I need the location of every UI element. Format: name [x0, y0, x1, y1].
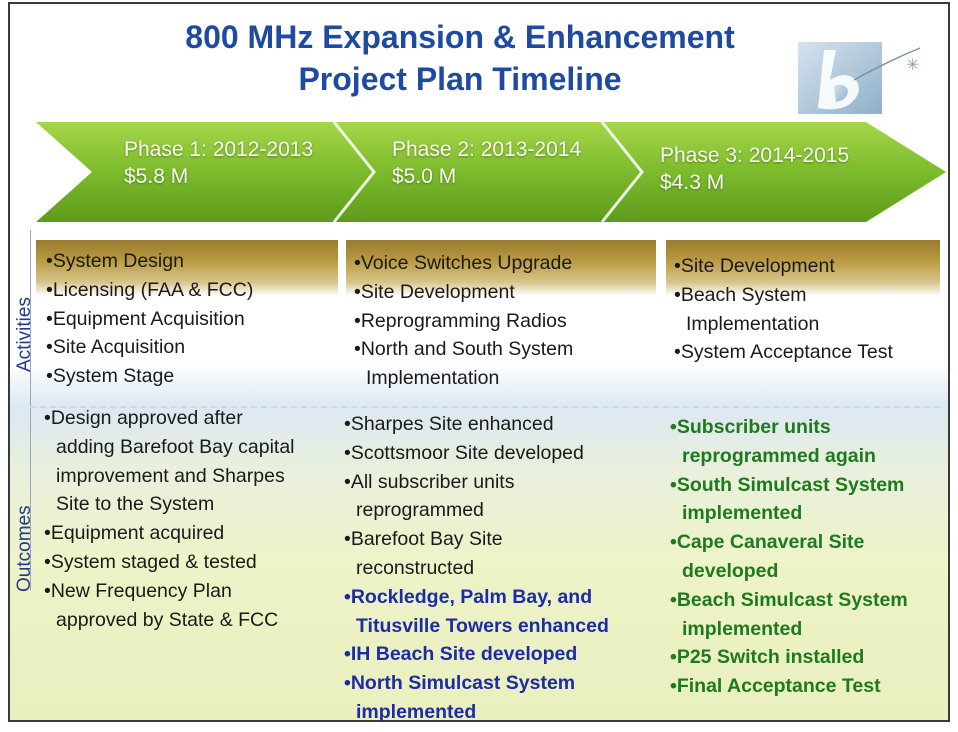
outcome-item: •Barefoot Bay Site [344, 528, 503, 551]
outcome-item-highlighted: •Rockledge, Palm Bay, and [344, 585, 593, 608]
activity-item: •System Design [46, 250, 184, 272]
outcome-item: •Scottsmoor Site developed [344, 441, 584, 464]
outcome-item: •New Frequency Plan [44, 579, 232, 602]
outcomes-phase-3: •Subscriber units reprogrammed again •So… [670, 413, 908, 701]
activity-item: Implementation [366, 367, 500, 390]
activity-item: •Voice Switches Upgrade [354, 252, 573, 274]
activities-box-phase-1 [36, 240, 338, 296]
outcomes-phase-2: •Sharpes Site enhanced •Scottsmoor Site … [344, 410, 609, 727]
chevron-divider-1 [332, 122, 376, 222]
phase-3: Phase 3: 2014-2015 $4.3 M [660, 142, 849, 196]
page-title: 800 MHz Expansion & Enhancement Project … [160, 16, 760, 100]
outcome-item: improvement and Sharpes [56, 464, 285, 487]
activity-item: •Equipment Acquisition [46, 307, 245, 330]
activity-item: •North and South System [354, 338, 574, 361]
outcome-item-highlighted: Titusville Towers enhanced [356, 614, 609, 637]
activities-phase-1: •System Design •Licensing (FAA & FCC) •E… [46, 247, 253, 391]
outcomes-row-label: Outcomes [14, 505, 35, 592]
activities-outcomes-divider [30, 406, 940, 408]
activities-phase-2: •Voice Switches Upgrade •Site Developmen… [354, 249, 573, 393]
activities-box-phase-3 [666, 240, 940, 296]
outcomes-phase-1: •Design approved after adding Barefoot B… [44, 404, 295, 634]
activity-item: •Reprogramming Radios [354, 309, 567, 332]
phase-3-label: Phase 3: 2014-2015 [660, 144, 850, 167]
outcome-item: •All subscriber units [344, 470, 515, 493]
phase-1-budget: $5.8 M [124, 165, 189, 188]
activity-item: •Licensing (FAA & FCC) [46, 278, 254, 301]
phase-1-label: Phase 1: 2012-2013 [124, 138, 314, 161]
outcome-item: reprogrammed [356, 499, 484, 522]
activities-box-phase-2 [346, 240, 656, 296]
activities-phase-3: •Site Development •Beach System Implemen… [674, 252, 893, 367]
outcome-item-highlighted: •P25 Switch installed [670, 646, 865, 669]
activity-item: •Beach System [674, 283, 807, 306]
activities-row-label: Activities [14, 297, 35, 372]
outcome-item-highlighted: implemented [356, 700, 477, 723]
phase-3-budget: $4.3 M [660, 171, 725, 194]
activity-item: •Site Development [354, 280, 515, 303]
outcome-item-highlighted: •IH Beach Site developed [344, 643, 578, 666]
title-line-2: Project Plan Timeline [298, 61, 622, 97]
outcome-item-highlighted: •Final Acceptance Test [670, 675, 881, 698]
activity-item: •System Stage [46, 365, 175, 388]
title-line-1: 800 MHz Expansion & Enhancement [185, 19, 735, 55]
chevron-divider-2 [600, 122, 644, 222]
outcome-item: reconstructed [356, 556, 475, 579]
timeline-arrow-shape [36, 122, 946, 222]
svg-text:✳: ✳ [906, 55, 919, 74]
activity-item: •System Acceptance Test [674, 341, 893, 364]
outcome-item-highlighted: •South Simulcast System [670, 473, 905, 496]
outcome-item: Site to the System [56, 493, 215, 516]
activity-item: •Site Acquisition [46, 336, 186, 359]
outcome-item-highlighted: •North Simulcast System [344, 672, 576, 695]
phase-1: Phase 1: 2012-2013 $5.8 M [124, 136, 313, 190]
outcome-item-highlighted: •Subscriber units [670, 416, 831, 438]
outcome-item-highlighted: developed [682, 559, 779, 582]
outcome-item-highlighted: implemented [682, 617, 803, 640]
outcome-item: adding Barefoot Bay capital [56, 435, 295, 458]
activity-item: •Site Development [674, 255, 835, 277]
outcome-item: •Equipment acquired [44, 522, 225, 545]
outcome-item: •Sharpes Site enhanced [344, 413, 554, 435]
outcome-item-highlighted: •Cape Canaveral Site [670, 531, 865, 554]
outcome-item-highlighted: reprogrammed again [682, 444, 876, 467]
row-label-divider [30, 230, 31, 590]
phase-2: Phase 2: 2013-2014 $5.0 M [392, 136, 581, 190]
outcome-item: •Design approved after [44, 407, 243, 429]
phase-2-budget: $5.0 M [392, 165, 457, 188]
outcome-item-highlighted: •Beach Simulcast System [670, 588, 908, 611]
outcome-item: •System staged & tested [44, 550, 257, 573]
outcome-item-highlighted: implemented [682, 502, 803, 525]
phase-2-label: Phase 2: 2013-2014 [392, 138, 582, 161]
phase-timeline-arrow [36, 122, 946, 222]
b-logo-icon: ✳ [798, 42, 921, 114]
activity-item: Implementation [686, 312, 820, 335]
outcome-item: approved by State & FCC [56, 608, 279, 631]
